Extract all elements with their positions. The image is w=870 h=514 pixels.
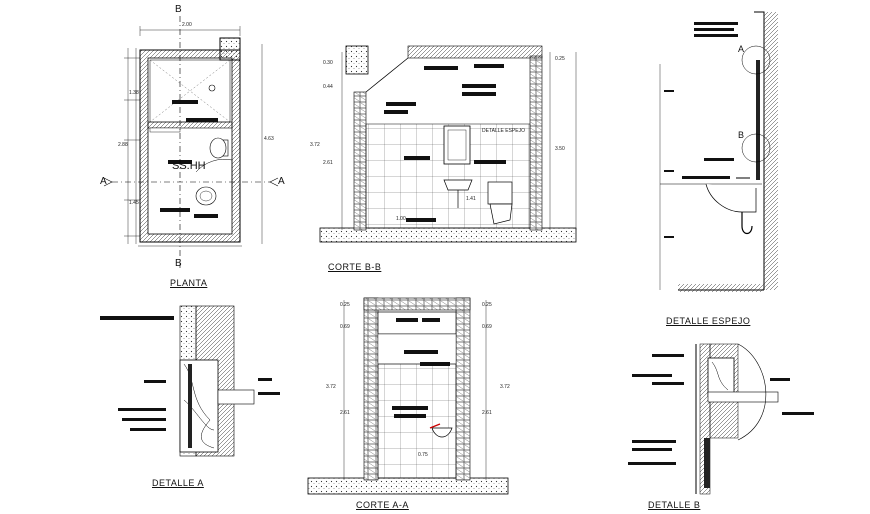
bb-roof-slab (407, 45, 543, 59)
dim-bb-h1: 1.00 (396, 216, 406, 222)
callout-a-label: A (738, 44, 745, 54)
dim-aa-2: 0.69 (340, 324, 350, 330)
detalle-espejo-title: DETALLE ESPEJO (666, 316, 751, 326)
detalle-b-title: DETALLE B (648, 500, 701, 510)
dim-aa-lower: 2.61 (340, 410, 350, 416)
dim-bb-lower: 2.61 (323, 160, 333, 166)
section-marker-a-left: A (100, 176, 108, 187)
dim-aa-right: 0.25 (482, 302, 492, 308)
section-marker-b-top: B (175, 4, 183, 15)
espejo-mirror-panel (756, 60, 760, 180)
bb-right-wall (529, 55, 543, 231)
detalle-a-mirror-frame (179, 359, 219, 453)
dim-plan-left-1: 1.38 (129, 90, 139, 96)
dim-bb-right: 0.25 (555, 56, 565, 62)
dim-plan-width: 2.00 (182, 22, 192, 28)
dim-aa-right-lower: 2.61 (482, 410, 492, 416)
bb-sink (443, 179, 473, 191)
espejo-sink (705, 183, 757, 213)
bb-left-wall (353, 91, 367, 231)
planta-title: PLANTA (170, 278, 208, 288)
section-marker-a-right: A (278, 176, 286, 187)
door-swing (195, 159, 233, 200)
plan-column (219, 37, 241, 61)
corte-aa-title: CORTE A-A (356, 500, 409, 510)
detalle-a-title: DETALLE A (152, 478, 204, 488)
section-marker-b-bottom: B (175, 258, 183, 269)
section-bb (319, 45, 577, 243)
dim-aa-right2: 0.69 (482, 324, 492, 330)
aa-sink (431, 427, 453, 438)
aa-floor-slab (307, 477, 509, 495)
dim-bb-h2: 1.41 (466, 196, 476, 202)
espejo-wall (764, 12, 778, 290)
dim-aa-top: 0.25 (340, 302, 350, 308)
aa-right-wall (455, 297, 471, 481)
sink (195, 186, 217, 206)
mirror-detail (659, 11, 778, 292)
bb-toilet-tank (487, 181, 513, 205)
bb-mirror (443, 125, 471, 165)
callout-a-circle (741, 45, 771, 75)
dim-plan-left-3: 1.45 (129, 200, 139, 206)
corte-bb-title: CORTE B-B (328, 262, 382, 272)
dim-bb-right-total: 3.50 (555, 146, 565, 152)
toilet (209, 137, 227, 159)
dim-bb-total: 3.72 (310, 142, 320, 148)
detalle-espejo-tag: DETALLE ESPEJO (482, 128, 525, 134)
dim-bb-2: 0.44 (323, 84, 333, 90)
shower-drain (208, 84, 216, 92)
dim-plan-height: 4.63 (264, 136, 274, 142)
dim-aa-right-total: 3.72 (500, 384, 510, 390)
dim-aa-floor: 0.75 (418, 452, 428, 458)
detail-b (628, 343, 814, 495)
dim-aa-total: 3.72 (326, 384, 336, 390)
detail-a (100, 305, 280, 457)
detalle-b-frame (707, 357, 735, 397)
section-aa (307, 297, 509, 495)
plan-view (103, 16, 279, 268)
callout-b-label: B (738, 130, 745, 140)
aa-tile-wall (377, 363, 457, 479)
dim-bb-top: 0.30 (323, 60, 333, 66)
aa-left-wall (363, 297, 379, 481)
room-name: SS.HH (172, 160, 206, 172)
dim-plan-left-2: 2.88 (118, 142, 128, 148)
callout-b-circle (741, 133, 771, 163)
